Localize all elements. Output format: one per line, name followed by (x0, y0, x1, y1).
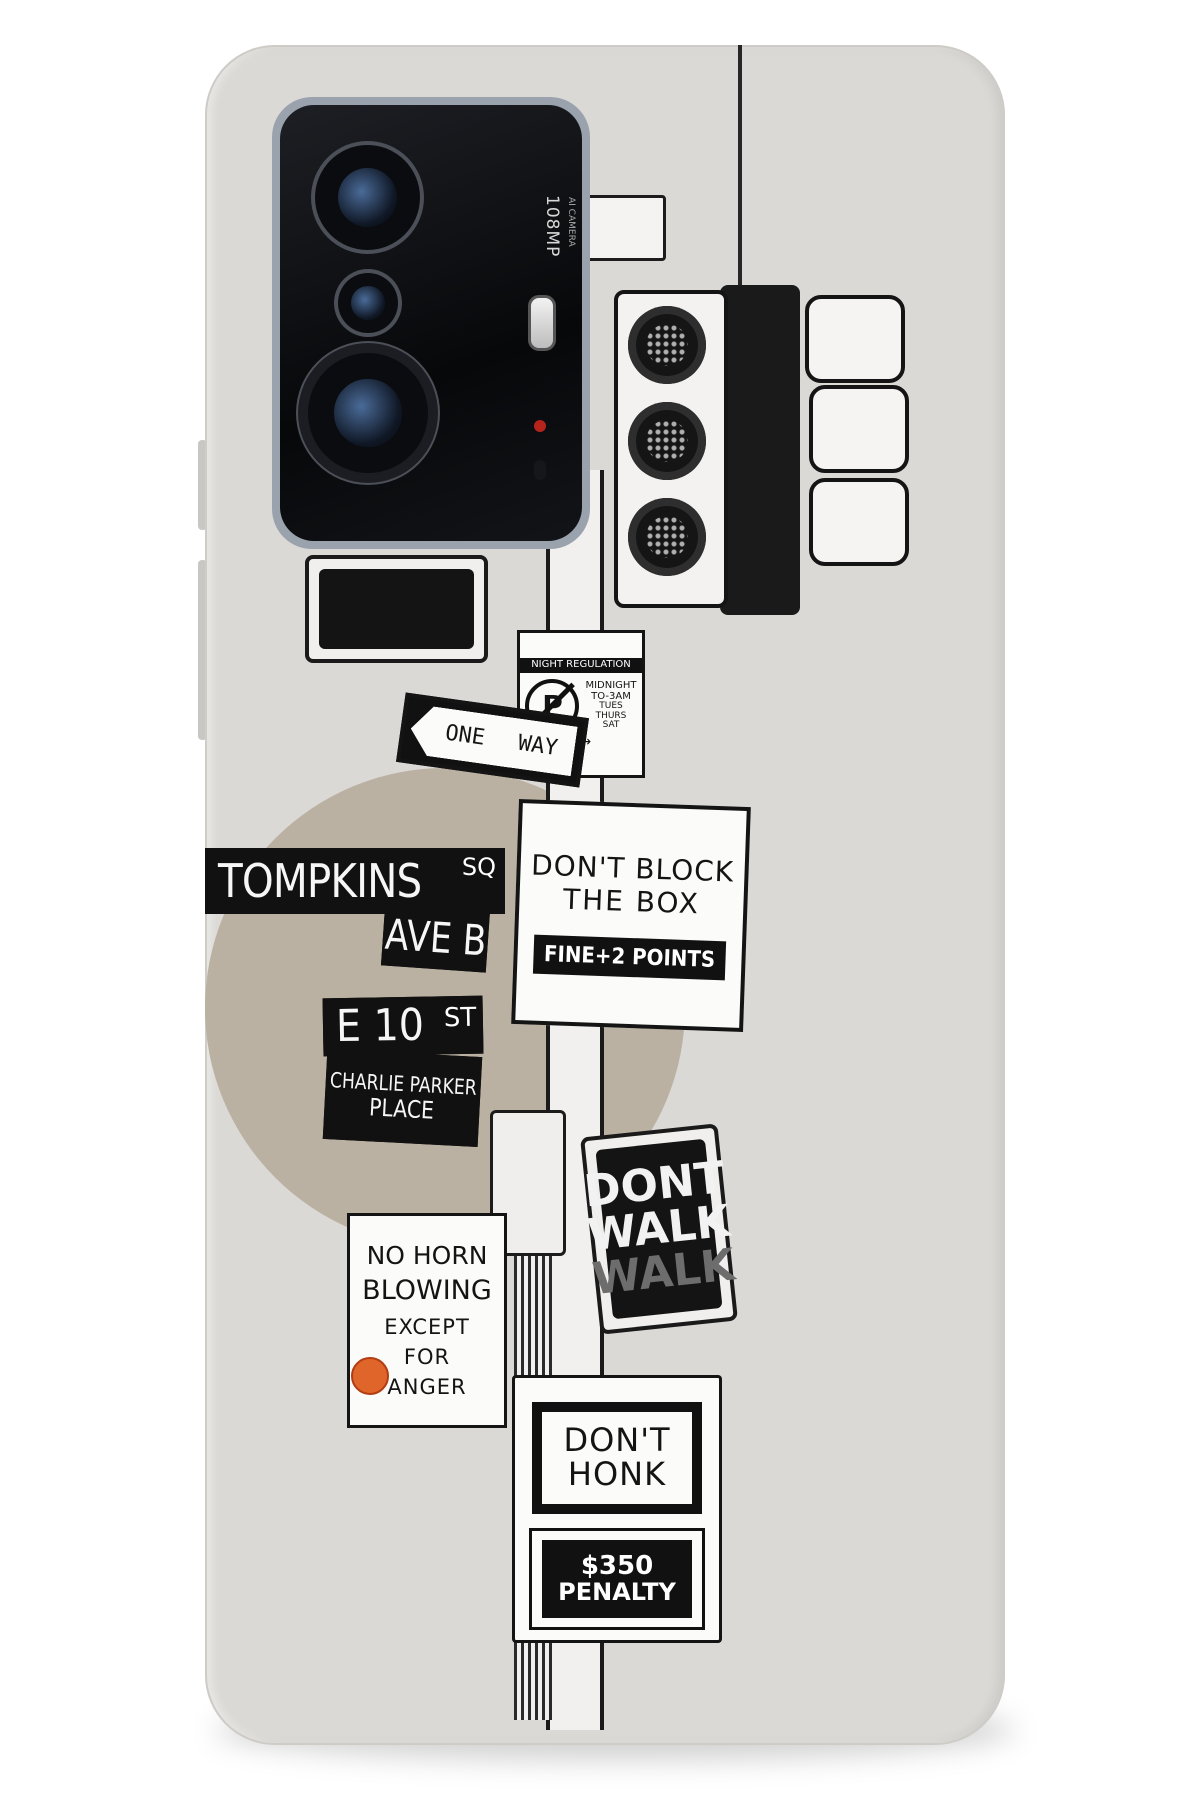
flash-icon (528, 295, 556, 351)
dont-honk-panel: DON'T HONK (532, 1402, 702, 1514)
dont-honk-inner: DON'T HONK (542, 1412, 692, 1504)
traffic-light-side (720, 285, 800, 615)
e10-suffix: ST (443, 1002, 477, 1034)
charlie-parker-sign: CHARLIE PARKER PLACE (322, 1049, 483, 1147)
night-regulation-title: NIGHT REGULATION (520, 658, 642, 673)
dont-honk-line: DON'T (563, 1421, 671, 1460)
dont-block-line: DON'T BLOCK (530, 848, 735, 889)
traffic-lamp-green (628, 498, 706, 576)
dont-honk-sign: DON'T HONK $350 PENALTY (512, 1375, 722, 1643)
camera-lens-icon (308, 353, 428, 473)
ped-signal-top (305, 555, 488, 663)
penalty-line: $350 (580, 1550, 654, 1581)
dont-honk-line: HONK (567, 1455, 667, 1493)
night-reg-line: MIDNIGHT (585, 680, 637, 692)
penalty-inner: $350 PENALTY (542, 1540, 692, 1618)
traffic-light-hood (809, 478, 909, 566)
sticker-badge-icon (351, 1357, 389, 1395)
phone-case: NIGHT REGULATION P MIDNIGHT TO-3AM TUES … (205, 45, 1005, 1745)
tompkins-street-sign: TOMPKINS SQ (205, 848, 505, 914)
walk-signal-face: DONT WALK WALK (582, 1138, 737, 1320)
camera-lens-icon (315, 145, 420, 250)
one-way-word: WAY (516, 731, 560, 762)
traffic-light-hood (805, 295, 905, 383)
traffic-lamp-yellow (628, 402, 706, 480)
night-reg-line: SAT (602, 720, 620, 731)
one-way-arrow: ONE WAY (407, 704, 577, 776)
night-reg-line: THURS (595, 710, 627, 721)
suspension-wire (738, 45, 742, 295)
e10-street-sign: E 10 ST (322, 995, 484, 1057)
tompkins-suffix: SQ (461, 853, 496, 881)
ave-b-text: AVE B (383, 909, 488, 966)
sensor-icon (534, 460, 546, 480)
camera-island: 108MP AI CAMERA (280, 105, 582, 541)
night-reg-line: TUES (599, 701, 623, 712)
sensor-dot-icon (534, 420, 546, 432)
night-regulation-times: MIDNIGHT TO-3AM TUES THURS SAT (585, 681, 636, 730)
penalty-panel: $350 PENALTY (529, 1528, 705, 1630)
walk-signal-line: WALK (589, 1239, 738, 1306)
ave-b-sign: AVE B (380, 903, 491, 973)
no-horn-line: FOR (403, 1344, 451, 1369)
e10-text: E 10 (335, 999, 425, 1053)
dont-block-line: THE BOX (562, 882, 701, 921)
no-horn-line: EXCEPT (384, 1314, 470, 1339)
no-horn-blowing-sign: NO HORN BLOWING EXCEPT FOR ANGER (347, 1213, 507, 1428)
camera-module: 108MP AI CAMERA (272, 97, 590, 549)
no-horn-line: ANGER (387, 1374, 467, 1399)
penalty-line: PENALTY (558, 1578, 676, 1607)
traffic-light (614, 290, 728, 608)
side-button (198, 560, 207, 740)
camera-lens-icon (338, 273, 398, 333)
camera-sub-label: AI CAMERA (566, 197, 576, 247)
no-horn-line: NO HORN (366, 1241, 488, 1271)
no-horn-line: BLOWING (362, 1275, 492, 1307)
one-way-word: ONE (443, 720, 487, 752)
fine-points-panel: FINE+2 POINTS (533, 934, 726, 981)
traffic-lamp-red (628, 306, 706, 384)
ped-signal-top-face (319, 569, 474, 649)
camera-megapixel-label: 108MP (542, 195, 562, 258)
walk-signal: DONT WALK WALK (580, 1123, 738, 1335)
side-button (198, 440, 207, 530)
tompkins-name: TOMPKINS (218, 853, 422, 908)
night-reg-line: TO-3AM (591, 690, 631, 702)
charlie-parker-line: PLACE (368, 1093, 436, 1126)
traffic-light-hood (809, 385, 909, 473)
dont-block-the-box-sign: DON'T BLOCK THE BOX FINE+2 POINTS (511, 799, 751, 1032)
